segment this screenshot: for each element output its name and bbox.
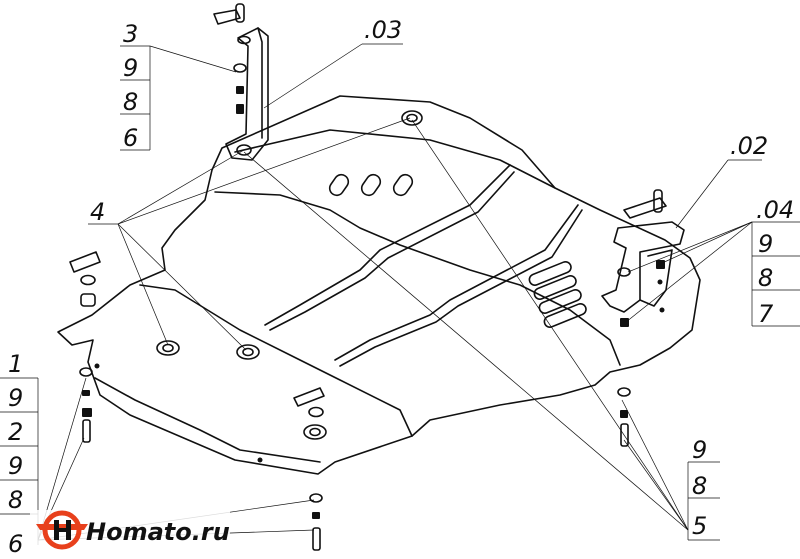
fasteners-bottom-right: [617, 387, 631, 447]
bracket-03: [213, 3, 269, 161]
callout-part-03: .03: [364, 16, 402, 44]
callout-label: 9: [758, 230, 773, 258]
logo-text: Homato.ru: [86, 518, 230, 546]
callout-label: 1: [8, 350, 23, 378]
bracket-02: [601, 189, 685, 327]
skid-plate: [57, 95, 701, 475]
vent-slots-right: [528, 260, 587, 328]
leader-lines: [37, 43, 762, 541]
homato-logo: Homato.ru: [30, 510, 230, 550]
callout-part-02: .02: [730, 132, 768, 160]
callout-label: 7: [758, 300, 774, 328]
callout-label: 9: [8, 452, 23, 480]
plate-holes: [94, 110, 665, 463]
callout-label: 5: [692, 512, 707, 540]
callout-label: 6: [8, 530, 23, 558]
callout-left-mid: 4: [90, 198, 105, 226]
callout-label: 8: [123, 88, 138, 116]
callout-label: 3: [123, 20, 138, 48]
vent-slots-center: [328, 173, 414, 197]
callout-top-left: 3 9 8 6: [120, 20, 151, 152]
fasteners-bottom-left: [79, 367, 93, 443]
logo-emblem-icon: [36, 510, 88, 550]
callout-bottom-left: 1 9 2 9 8 6: [0, 350, 39, 558]
callout-label: 9: [123, 54, 138, 82]
callout-label: .04: [756, 196, 794, 224]
callout-bottom-right: 9 8 5: [687, 436, 720, 541]
callout-label: 2: [8, 418, 23, 446]
callout-label: 9: [8, 384, 23, 412]
fasteners-bottom-mid: [293, 387, 325, 551]
callout-label: 8: [692, 472, 707, 500]
callout-label: 9: [692, 436, 707, 464]
bracket-left: [69, 251, 101, 307]
callout-label: 8: [8, 486, 23, 514]
callout-right: .04 9 8 7: [751, 196, 800, 328]
callout-label: 6: [123, 124, 138, 152]
callout-label: 8: [758, 264, 773, 292]
